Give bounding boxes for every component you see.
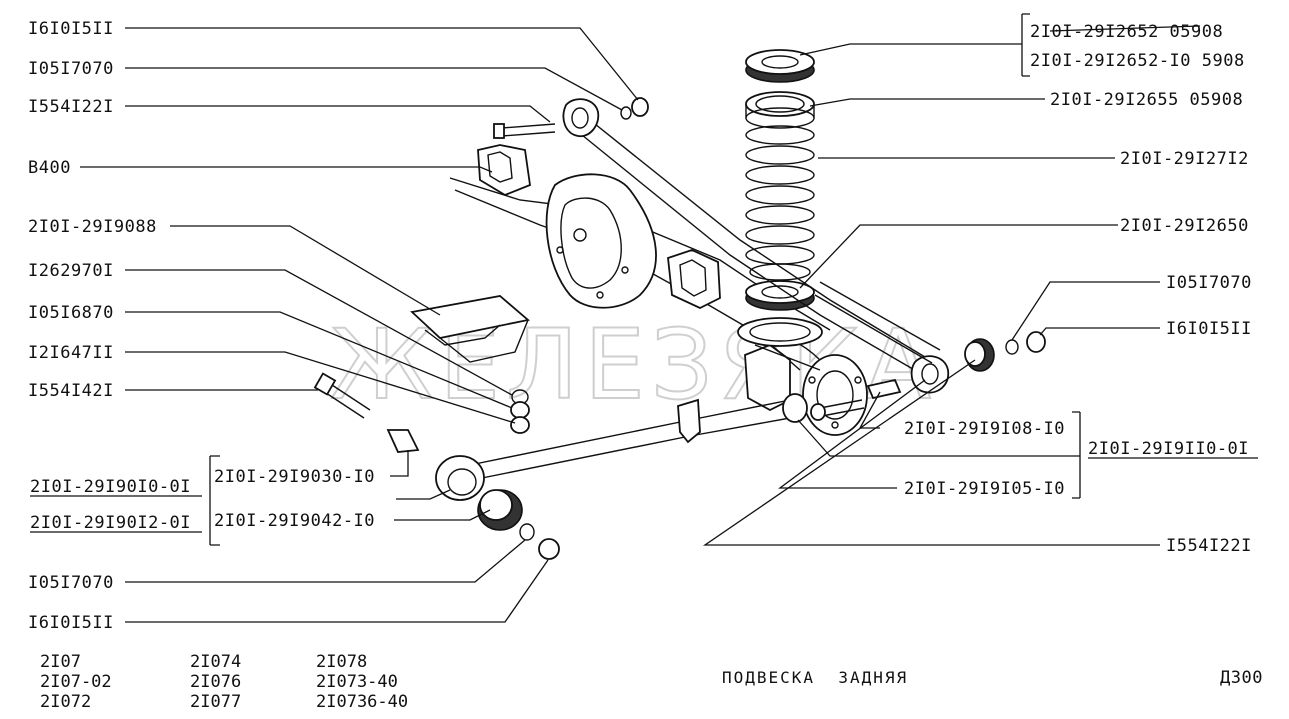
right-labels: 2I0I-29I2652 05908 2I0I-29I2652-I0 5908 … bbox=[1030, 22, 1252, 556]
label-part-upper-rod: 2I0I-29I9I08-I0 bbox=[904, 419, 1065, 439]
label-nut-top: I6I0I5II bbox=[28, 19, 114, 39]
label-washer-top: I05I7070 bbox=[28, 59, 114, 79]
label-part-i2i647ii: I2I647II bbox=[28, 343, 114, 363]
model-code: 2I07 bbox=[40, 652, 81, 672]
model-code: 2I0736-40 bbox=[316, 692, 408, 712]
label-insulator: 2I0I-29I2655 05908 bbox=[1050, 90, 1243, 110]
model-code: 2I072 bbox=[40, 692, 91, 712]
label-nut-bottom: I6I0I5II bbox=[28, 613, 114, 633]
label-washer-i05i6870: I05I6870 bbox=[28, 303, 114, 323]
label-assembly-lower-rod-1: 2I0I-29I90I0-0I bbox=[30, 477, 191, 497]
upper-link-rod bbox=[562, 98, 950, 394]
label-part-bushing: 2I0I-29I9042-I0 bbox=[214, 511, 375, 531]
model-list: 2I07 2I07-02 2I072 2I074 2I076 2I077 2I0… bbox=[40, 652, 408, 712]
label-spring-seat-b: 2I0I-29I2652-I0 5908 bbox=[1030, 51, 1245, 71]
model-code: 2I076 bbox=[190, 672, 241, 692]
label-bolt-top: I554I22I bbox=[28, 97, 114, 117]
left-assembly-group: 2I0I-29I90I0-0I 2I0I-29I90I2-0I 2I0I-29I… bbox=[30, 467, 375, 533]
rear-axle-housing bbox=[449, 144, 868, 436]
model-code: 2I07-02 bbox=[40, 672, 112, 692]
model-code: 2I078 bbox=[316, 652, 367, 672]
model-code: 2I077 bbox=[190, 692, 241, 712]
label-spring-seat-a: 2I0I-29I2652 05908 bbox=[1030, 22, 1223, 42]
page-code: Д300 bbox=[1220, 668, 1263, 688]
label-washer-right: I05I7070 bbox=[1166, 273, 1252, 293]
leader-lines bbox=[80, 13, 1160, 623]
label-assembly-upper-rod: 2I0I-29I9II0-0I bbox=[1088, 439, 1249, 459]
right-assembly-group: 2I0I-29I9I08-I0 2I0I-29I9I05-I0 2I0I-29I… bbox=[904, 419, 1258, 499]
model-code: 2I074 bbox=[190, 652, 241, 672]
label-part-rod: 2I0I-29I9030-I0 bbox=[214, 467, 375, 487]
label-b400: В400 bbox=[28, 158, 71, 178]
model-code: 2I073-40 bbox=[316, 672, 398, 692]
label-mount-plate: 2I0I-29I9088 bbox=[28, 217, 157, 237]
label-part-sleeve: 2I0I-29I9I05-I0 bbox=[904, 479, 1065, 499]
label-assembly-lower-rod-2: 2I0I-29I90I2-0I bbox=[30, 513, 191, 533]
hardware bbox=[313, 97, 1046, 560]
label-washer-bottom: I05I7070 bbox=[28, 573, 114, 593]
coil-spring-assembly bbox=[737, 49, 823, 347]
label-bolt-i554i42i: I554I42I bbox=[28, 381, 114, 401]
left-labels: I6I0I5II I05I7070 I554I22I В400 2I0I-29I… bbox=[28, 19, 157, 633]
coil-spring bbox=[745, 125, 815, 281]
lower-link-rod bbox=[435, 393, 808, 501]
label-lower-insulator: 2I0I-29I2650 bbox=[1120, 216, 1249, 236]
label-bolt-right: I554I22I bbox=[1166, 536, 1252, 556]
label-nut-right: I6I0I5II bbox=[1166, 319, 1252, 339]
label-coil-spring: 2I0I-29I27I2 bbox=[1120, 149, 1249, 169]
suspension-illustration bbox=[313, 49, 1046, 560]
label-part-i262970i: I262970I bbox=[28, 261, 114, 281]
diagram-title: ПОДВЕСКА ЗАДНЯЯ bbox=[722, 668, 908, 687]
